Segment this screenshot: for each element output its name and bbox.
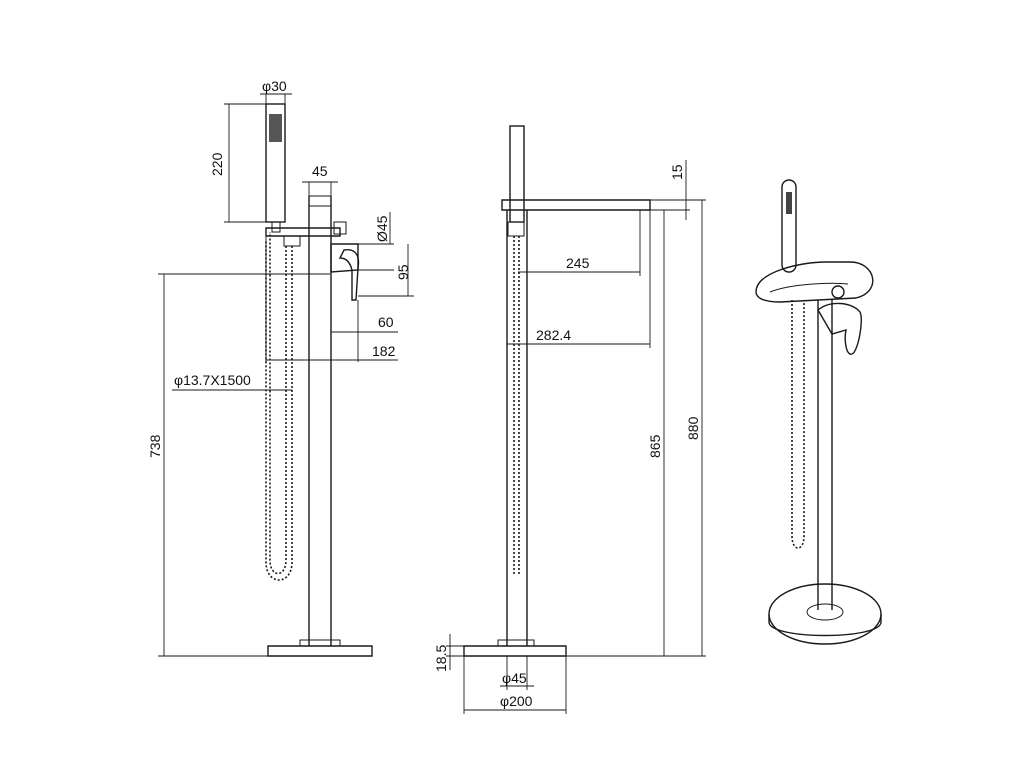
iso-spout-edge <box>769 282 849 293</box>
iso-diverter <box>831 285 845 299</box>
dim-spout-total-reach: 282.4 <box>536 327 571 343</box>
dim-mixer-diameter: Ø45 <box>374 215 390 242</box>
front-view-center: 15 245 282.4 865 880 18.5 φ45 φ200 <box>433 125 706 714</box>
front-hand-shower <box>509 125 525 223</box>
front-holder <box>507 221 525 237</box>
dim-spout-reach: 245 <box>566 255 590 271</box>
shower-holder-arm <box>265 227 341 237</box>
hose-connector <box>283 235 301 247</box>
shower-nozzle-face <box>269 114 282 142</box>
base-flange <box>299 639 341 647</box>
shower-neck <box>271 221 281 233</box>
dim-column-width: 45 <box>312 163 328 179</box>
iso-nozzle <box>786 192 792 214</box>
shower-hose <box>269 232 287 575</box>
iso-hose <box>791 300 805 549</box>
column-top-cap <box>308 195 332 207</box>
iso-spout <box>755 261 874 303</box>
side-view-left: φ30 220 45 Ø45 95 60 182 φ13.7X1500 738 <box>147 78 414 657</box>
dim-lever-height: 95 <box>395 264 411 280</box>
shower-hose-outer <box>265 240 293 581</box>
iso-base-flange <box>806 603 844 621</box>
mixer-body <box>330 243 359 273</box>
dim-base-thickness: 18.5 <box>433 645 449 672</box>
dim-base-column-diameter: φ45 <box>502 670 527 686</box>
iso-base-side <box>768 614 882 637</box>
iso-hand-shower <box>781 179 797 273</box>
dim-base-diameter: φ200 <box>500 693 533 709</box>
dim-shower-length: 220 <box>209 152 225 176</box>
diverter-knob <box>333 221 347 235</box>
base-plate <box>267 645 373 657</box>
perspective-view-right <box>755 179 882 645</box>
dim-lever-offset: 60 <box>378 314 394 330</box>
dim-mixer-height: 738 <box>147 434 163 458</box>
dim-spout-height: 865 <box>647 434 663 458</box>
iso-mixer-lever <box>817 302 862 355</box>
dim-total-projection: 182 <box>372 343 396 359</box>
dim-spout-thickness: 15 <box>669 164 685 180</box>
dim-total-height: 880 <box>685 416 701 440</box>
front-base-flange <box>497 639 535 647</box>
dim-shower-diameter: φ30 <box>262 78 287 94</box>
front-base-plate <box>463 645 567 657</box>
mixer-lever <box>338 249 360 301</box>
dim-hose-spec: φ13.7X1500 <box>174 372 251 388</box>
